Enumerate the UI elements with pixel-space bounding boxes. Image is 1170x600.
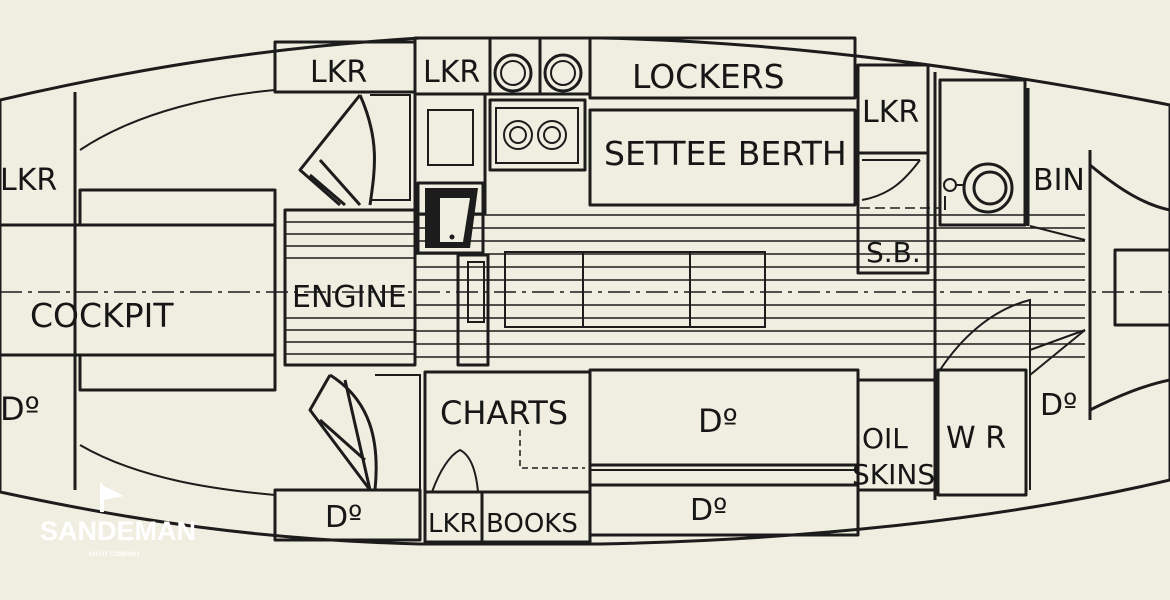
cabin-sole-planking: [415, 214, 1085, 358]
bulkhead-line-upper: [370, 94, 411, 201]
bulkhead-line-lower: [375, 374, 421, 491]
door-arc-heads: [939, 298, 1031, 375]
label-lkr-top-2: LKR: [423, 55, 480, 90]
logo-name: SANDEMAN: [40, 516, 196, 546]
cockpit-coaming-upper: [78, 188, 277, 227]
sink: [427, 109, 474, 166]
toilet-bowl: [962, 162, 1014, 214]
companionway-steps: [456, 253, 490, 367]
toilet-seat: [972, 170, 1008, 206]
burner-2-inner: [550, 60, 576, 86]
label-settee-berth: SETTEE BERTH: [604, 134, 847, 173]
stove-burner-2: [537, 120, 567, 150]
toilet-pump: [943, 178, 957, 192]
charts-door: [431, 448, 479, 493]
wr-compartment: [936, 368, 1028, 497]
settee-berth: [588, 108, 857, 207]
bow-door-arc: [1029, 329, 1086, 490]
sandeman-logo: SANDEMAN YACHT COMPANY: [40, 482, 196, 558]
label-wr: W R: [946, 421, 1006, 456]
label-ditto-stern: Dº: [0, 390, 40, 428]
quarter-berth-flap-lower: [308, 373, 378, 491]
oilskins-locker: [856, 378, 937, 492]
label-lkr-fwd: LKR: [862, 95, 919, 130]
logo-flag-icon: [100, 482, 124, 512]
burner-2: [543, 53, 583, 93]
label-lkr-top-1: LKR: [310, 55, 367, 90]
label-ditto-bottom-2: Dº: [690, 493, 727, 528]
label-books: BOOKS: [486, 509, 578, 539]
label-lkr-bottom: LKR: [428, 509, 478, 539]
stove-top: [495, 107, 579, 164]
label-ditto-bottom-1: Dº: [325, 500, 362, 535]
label-charts: CHARTS: [440, 394, 568, 432]
sb-box: [856, 151, 930, 275]
sb-door: [861, 159, 921, 201]
label-ditto-bow: Dº: [1040, 388, 1077, 423]
locker-bottom-long: [588, 483, 860, 537]
locker-bottom-stern: [273, 488, 422, 542]
label-lockers: LOCKERS: [632, 57, 785, 96]
stove-burner-1-i: [509, 126, 527, 144]
saloon-table: [504, 251, 766, 328]
burner-1-inner: [500, 60, 526, 86]
step-block: [467, 261, 485, 323]
lamp-face: [440, 198, 470, 242]
charts-table: [423, 370, 592, 494]
label-oil: OIL: [862, 422, 908, 455]
logo-tagline: YACHT COMPANY: [88, 552, 140, 558]
cockpit-seat-lower: [79, 444, 276, 496]
lockers-strip: [588, 36, 857, 100]
label-skins: SKINS: [852, 458, 935, 491]
stove-burner-2-i: [543, 126, 561, 144]
quarter-berth-flap-upper: [298, 94, 376, 207]
cockpit-seat-upper: [79, 89, 276, 151]
hull-outline: [0, 36, 1170, 546]
heads-compartment: [938, 78, 1027, 227]
cockpit-coaming-lower: [78, 353, 277, 392]
label-lkr-stern: LKR: [0, 163, 57, 198]
lamp-dot: [449, 234, 455, 240]
label-cockpit: COCKPIT: [30, 296, 174, 335]
stove-burner-1: [503, 120, 533, 150]
label-sb: S.B.: [866, 236, 921, 269]
forepeak-diag-1: [1029, 225, 1086, 351]
forepeak-berth: [1089, 163, 1170, 412]
label-bin: BIN: [1033, 163, 1085, 198]
label-ditto-saloon: Dº: [698, 402, 738, 440]
stove: [488, 98, 587, 172]
chart-lamp-box: [416, 181, 485, 255]
engine-box: [283, 208, 417, 367]
burner-1: [493, 53, 533, 93]
charts-dashed: [519, 430, 585, 469]
engine-planks: [285, 221, 415, 355]
anchor-well: [1113, 248, 1170, 327]
label-engine: ENGINE: [292, 280, 407, 315]
cockpit-well: [0, 223, 277, 357]
